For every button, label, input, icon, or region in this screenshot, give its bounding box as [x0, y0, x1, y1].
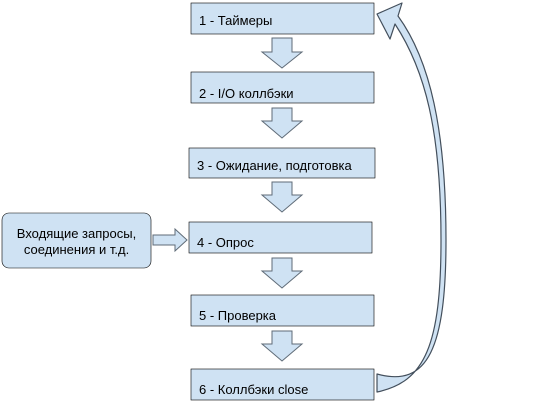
stage-poll: 4 - Опрос: [188, 221, 373, 254]
stage-label: 2 - I/O коллбэки: [199, 86, 294, 101]
stage-close-callbacks: 6 - Коллбэки close: [190, 368, 375, 401]
incoming-label-line2: соединения и т.д.: [24, 242, 129, 257]
right-arrow: [152, 227, 188, 253]
stage-box: [190, 368, 375, 401]
stage-box: [190, 71, 375, 104]
stage-label: 4 - Опрос: [197, 235, 254, 250]
stage-idle-prepare: 3 - Ожидание, подготовка: [188, 147, 376, 179]
stage-io-callbacks: 2 - I/O коллбэки: [190, 71, 375, 104]
stage-box: [190, 294, 375, 327]
down-arrow: [260, 257, 304, 289]
incoming-requests: Входящие запросы, соединения и т.д.: [1, 212, 152, 269]
stage-check: 5 - Проверка: [190, 294, 375, 327]
down-arrow: [260, 107, 304, 139]
stage-box: [190, 2, 375, 35]
stage-box: [188, 221, 373, 254]
incoming-label-line1: Входящие запросы,: [17, 226, 136, 241]
stage-label: 1 - Таймеры: [199, 13, 272, 28]
down-arrow: [260, 37, 304, 69]
loop-back-arrow: [376, 2, 447, 393]
down-arrow: [260, 181, 304, 213]
stage-label: 6 - Коллбэки close: [199, 382, 308, 397]
stage-timers: 1 - Таймеры: [190, 2, 375, 35]
stage-label: 5 - Проверка: [199, 308, 277, 323]
incoming-box: [1, 212, 152, 269]
down-arrow: [260, 330, 304, 362]
stage-box: [188, 147, 376, 179]
stage-label: 3 - Ожидание, подготовка: [197, 158, 352, 173]
